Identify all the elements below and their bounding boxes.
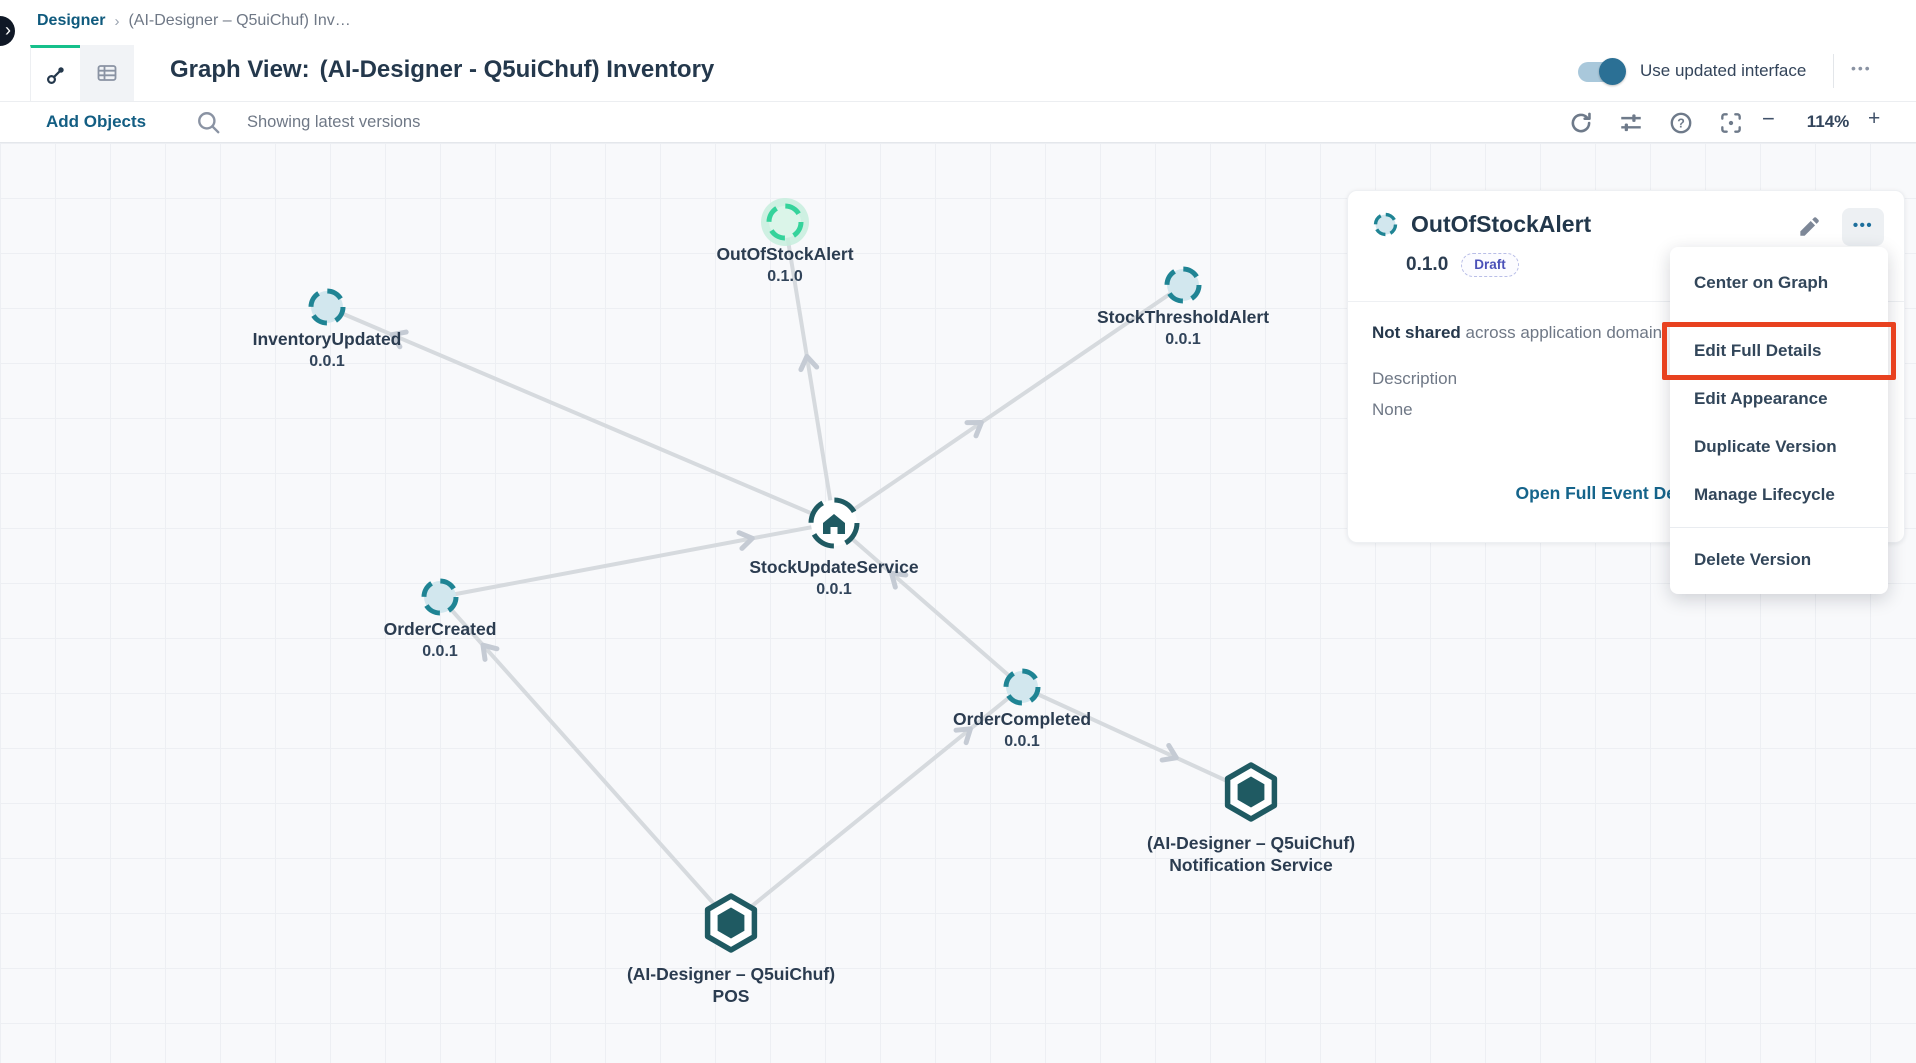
edit-pencil-button[interactable]	[1796, 213, 1822, 244]
panel-divider	[1348, 301, 1904, 302]
edge-arrow-icon	[736, 530, 755, 551]
graph-edge	[439, 521, 835, 599]
sliders-icon	[1621, 114, 1641, 132]
graph-node-StockUpdateService[interactable]: StockUpdateService 0.0.1	[749, 497, 919, 598]
svg-text:0.0.1: 0.0.1	[1004, 733, 1040, 750]
graph-node-StockThresholdAlert[interactable]: StockThresholdAlert 0.0.1	[1097, 266, 1269, 348]
menu-item-duplicate-version[interactable]: Duplicate Version	[1694, 437, 1837, 456]
svg-text:InventoryUpdated: InventoryUpdated	[253, 329, 402, 349]
graph-edge	[832, 521, 1024, 689]
svg-text:OrderCompleted: OrderCompleted	[953, 709, 1091, 729]
svg-text:OutOfStockAlert: OutOfStockAlert	[716, 244, 853, 264]
search-button[interactable]	[196, 110, 222, 141]
tab-graph-view[interactable]	[30, 45, 80, 101]
edge-arrow-icon	[953, 726, 973, 746]
search-icon	[198, 112, 220, 134]
refresh-icon	[1571, 112, 1591, 133]
event-node-icon	[1373, 212, 1398, 237]
panel-version: 0.1.0	[1406, 254, 1449, 275]
panel-title: OutOfStockAlert	[1411, 211, 1592, 237]
svg-text:0.0.1: 0.0.1	[1165, 331, 1201, 348]
versions-status-label: Showing latest versions	[247, 113, 421, 131]
description-label: Description	[1372, 369, 1458, 388]
refresh-button[interactable]	[1568, 110, 1594, 136]
menu-item-center-on-graph[interactable]: Center on Graph	[1694, 273, 1829, 292]
svg-text:OrderCreated: OrderCreated	[384, 619, 497, 639]
edge-arrow-icon	[889, 570, 909, 590]
svg-text:0.0.1: 0.0.1	[309, 353, 345, 370]
highlight-annotation	[1662, 322, 1896, 380]
help-button[interactable]: ?	[1668, 110, 1694, 136]
graph-node-OrderCreated[interactable]: OrderCreated 0.0.1	[384, 578, 497, 660]
toggle-knob	[1599, 58, 1626, 85]
page-title: Graph View:(AI-Designer - Q5uiChuf) Inve…	[170, 56, 715, 83]
edge-arrow-icon	[1159, 742, 1179, 763]
edge-arrow-icon	[798, 353, 820, 373]
menu-item-manage-lifecycle[interactable]: Manage Lifecycle	[1694, 485, 1835, 504]
edge-arrow-icon	[480, 642, 500, 662]
zoom-in-button[interactable]: +	[1868, 107, 1881, 130]
draft-status-badge: Draft	[1461, 253, 1519, 277]
app-header: › Designer › (AI-Designer – Q5uiChuf) In…	[0, 0, 1916, 143]
graph-node-POS[interactable]: (AI-Designer – Q5uiChuf)POS	[627, 893, 835, 1006]
graph-node-NotificationService[interactable]: (AI-Designer – Q5uiChuf)Notification Ser…	[1147, 762, 1355, 875]
edge-arrow-icon	[389, 329, 409, 350]
breadcrumb-chevron-icon: ›	[114, 12, 120, 30]
menu-item-delete-version[interactable]: Delete Version	[1694, 550, 1812, 569]
pencil-icon	[1800, 217, 1819, 236]
graph-edge	[729, 685, 1024, 925]
toggle-label: Use updated interface	[1640, 61, 1807, 80]
graph-edge	[326, 305, 835, 525]
svg-text:(AI-Designer – Q5uiChuf): (AI-Designer – Q5uiChuf)	[1147, 833, 1355, 853]
graph-edge	[832, 283, 1185, 525]
shared-status-text: Not shared across application domain	[1372, 323, 1663, 342]
edge-arrow-icon	[964, 419, 984, 439]
svg-text:Notification Service: Notification Service	[1169, 855, 1333, 875]
svg-text:StockUpdateService: StockUpdateService	[749, 557, 919, 577]
header-more-button[interactable]: •••	[1851, 60, 1872, 76]
description-value: None	[1372, 400, 1413, 419]
graph-view-icon	[46, 66, 64, 84]
zoom-level: 114%	[1806, 112, 1850, 131]
filter-button[interactable]	[1618, 110, 1644, 136]
tab-table-view[interactable]	[80, 45, 134, 101]
open-full-event-details-link[interactable]: Open Full Event Details	[1515, 483, 1711, 503]
updated-interface-toggle[interactable]	[1578, 58, 1626, 85]
breadcrumb-designer-link[interactable]: Designer	[37, 12, 106, 29]
graph-node-OutOfStockAlert[interactable]: OutOfStockAlert 0.1.0	[716, 198, 854, 285]
svg-text:0.1.0: 0.1.0	[767, 268, 803, 285]
collapse-sidebar-button[interactable]: ›	[0, 16, 15, 46]
fullscreen-icon	[1721, 113, 1741, 133]
svg-text:?: ?	[1677, 117, 1685, 131]
panel-more-button[interactable]: •••	[1842, 208, 1884, 246]
svg-text:0.0.1: 0.0.1	[422, 643, 458, 660]
graph-node-OrderCompleted[interactable]: OrderCompleted 0.0.1	[953, 668, 1091, 750]
svg-text:StockThresholdAlert: StockThresholdAlert	[1097, 307, 1269, 327]
svg-text:0.0.1: 0.0.1	[816, 581, 852, 598]
graph-toolbar: Add Objects Showing latest versions	[0, 101, 1916, 143]
zoom-out-button[interactable]: −	[1762, 106, 1775, 131]
breadcrumb: Designer › (AI-Designer – Q5uiChuf) Inv…	[37, 12, 351, 30]
menu-divider	[1670, 527, 1888, 528]
svg-text:(AI-Designer – Q5uiChuf): (AI-Designer – Q5uiChuf)	[627, 964, 835, 984]
graph-edge	[783, 221, 836, 524]
graph-edge	[1021, 685, 1252, 794]
graph-node-InventoryUpdated[interactable]: InventoryUpdated 0.0.1	[253, 288, 402, 370]
header-divider	[1833, 54, 1834, 88]
home-icon	[823, 514, 845, 534]
menu-item-edit-full-details[interactable]: Edit Full Details	[1662, 322, 1896, 380]
help-icon: ?	[1670, 112, 1692, 134]
breadcrumb-current: (AI-Designer – Q5uiChuf) Inv…	[128, 12, 351, 29]
graph-edge	[438, 595, 733, 925]
fit-to-screen-button[interactable]	[1718, 110, 1744, 136]
table-view-icon	[97, 65, 117, 81]
svg-text:POS: POS	[713, 986, 750, 1006]
add-objects-button[interactable]: Add Objects	[46, 112, 147, 131]
menu-item-edit-appearance[interactable]: Edit Appearance	[1694, 389, 1828, 408]
